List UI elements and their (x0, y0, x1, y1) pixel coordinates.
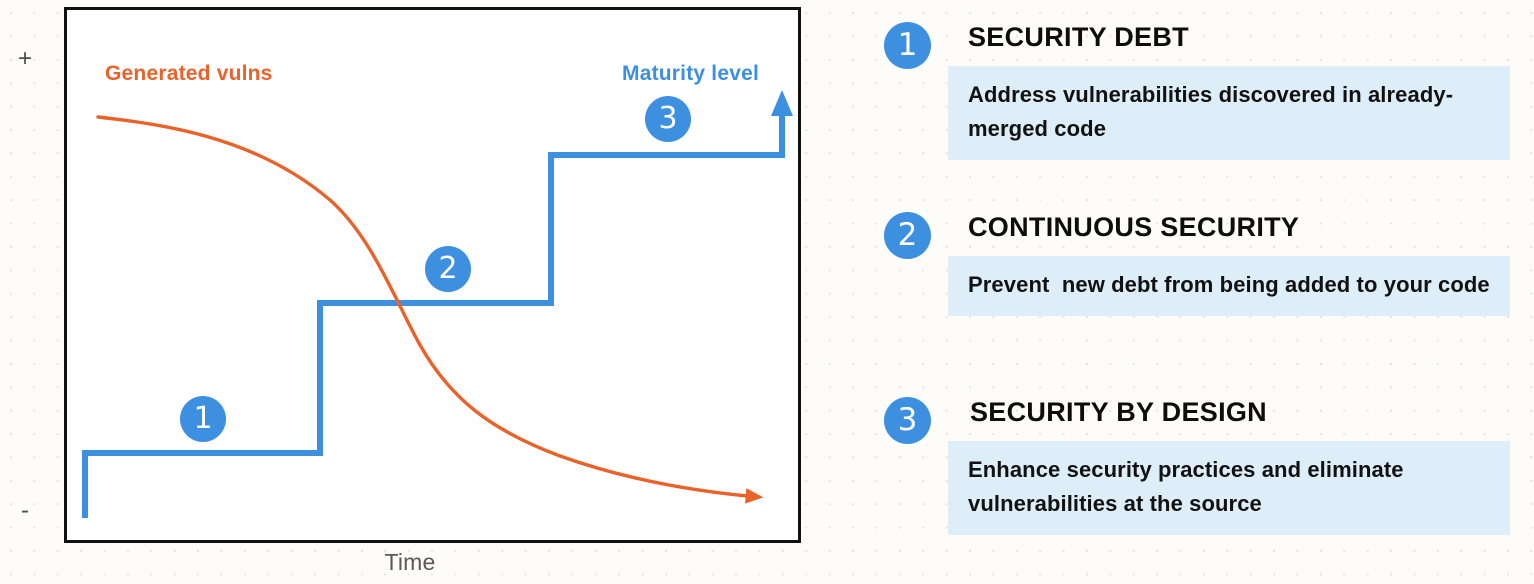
maturity-step-line (82, 107, 785, 518)
y-axis-plus-marker: + (17, 45, 32, 72)
maturity-chart: + - Time Generated vulns Maturity level … (17, 7, 801, 575)
maturity-level-label: Maturity level (622, 62, 760, 85)
item-badge-2: 2 (884, 212, 931, 259)
chart-series-svg (82, 90, 793, 518)
item-badge-1: 1 (884, 22, 931, 69)
item-title-1: SECURITY DEBT (968, 22, 1189, 52)
y-axis-minus-marker: - (21, 497, 29, 524)
item-title-3: SECURITY BY DESIGN (970, 397, 1267, 427)
item-description-1: Address vulnerabilities discovered in al… (948, 66, 1510, 160)
generated-vulns-label: Generated vulns (105, 62, 273, 85)
generated-vulns-curve (96, 115, 764, 504)
x-axis-label: Time (384, 549, 436, 575)
maturity-arrow-head (771, 90, 793, 116)
security-stages-list: 1 SECURITY DEBT Address vulnerabilities … (870, 0, 1534, 584)
chart-step-badge-2: 2 (425, 246, 471, 292)
chart-step-badge-1: 1 (180, 396, 226, 442)
chart-step-badge-3: 3 (645, 96, 691, 142)
item-badge-3: 3 (884, 397, 931, 444)
item-title-2: CONTINUOUS SECURITY (968, 212, 1300, 242)
item-description-2: Prevent new debt from being added to you… (948, 256, 1510, 316)
item-description-3: Enhance security practices and eliminate… (948, 441, 1510, 535)
